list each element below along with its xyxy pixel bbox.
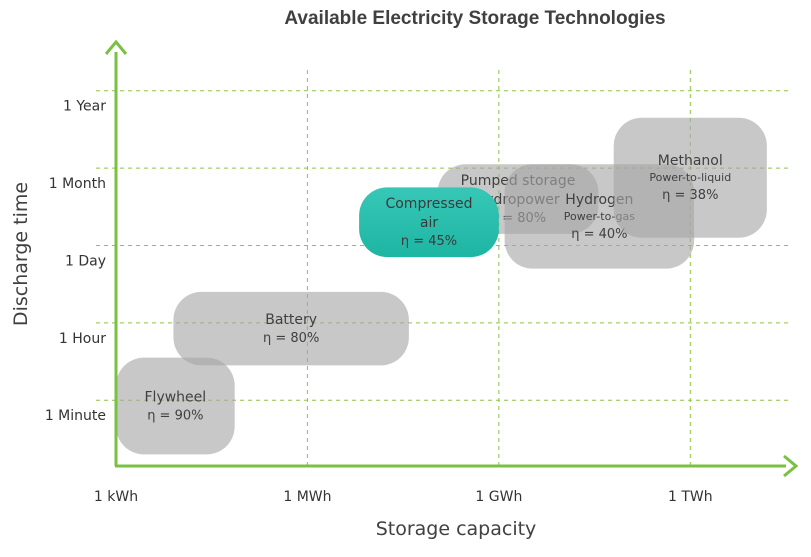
tech-name-label: Flywheel bbox=[145, 390, 207, 406]
tech-box bbox=[116, 357, 235, 455]
tech-efficiency-label: η = 80% bbox=[263, 331, 319, 346]
tech-subtitle-label: Power-to-liquid bbox=[649, 171, 731, 184]
x-tick-label: 1 MWh bbox=[283, 489, 331, 505]
tech-name-label: air bbox=[420, 215, 438, 231]
y-tick-label: 1 Minute bbox=[45, 408, 106, 424]
tech-name-label: Battery bbox=[265, 312, 317, 328]
tech-name-label: Methanol bbox=[658, 153, 723, 169]
tech-battery: Battery η = 80% bbox=[173, 291, 409, 366]
y-tick-label: 1 Day bbox=[65, 253, 106, 269]
x-tick-label: 1 GWh bbox=[475, 489, 522, 505]
tech-box bbox=[359, 187, 499, 258]
tick-labels: 1 kWh 1 MWh 1 GWh 1 TWh 1 Minute 1 Hour 1 Day 1… bbox=[45, 99, 713, 505]
tech-efficiency-label: η = 90% bbox=[147, 409, 203, 424]
y-axis-arrow bbox=[104, 39, 128, 55]
chart-title: Available Electricity Storage Technologi… bbox=[284, 8, 665, 29]
tech-efficiency-label: η = 38% bbox=[662, 188, 718, 203]
tech-efficiency-label: η = 40% bbox=[571, 227, 627, 242]
x-tick-label: 1 TWh bbox=[668, 489, 713, 505]
tech-box bbox=[613, 117, 767, 238]
y-tick-label: 1 Month bbox=[49, 176, 106, 192]
tech-name-label: Compressed bbox=[385, 196, 472, 212]
axes bbox=[104, 39, 799, 478]
tech-flywheel: Flywheel η = 90% bbox=[116, 357, 235, 455]
x-tick-label: 1 kWh bbox=[94, 489, 138, 505]
y-tick-label: 1 Hour bbox=[59, 331, 106, 347]
tech-box bbox=[173, 291, 409, 366]
x-axis-arrow bbox=[783, 454, 799, 478]
y-tick-label: 1 Year bbox=[63, 99, 106, 115]
x-axis-label: Storage capacity bbox=[376, 518, 537, 540]
tech-compressed-air: Compressed air η = 45% bbox=[359, 187, 499, 258]
y-axis-label: Discharge time bbox=[10, 182, 32, 326]
tech-efficiency-label: η = 45% bbox=[401, 234, 457, 249]
